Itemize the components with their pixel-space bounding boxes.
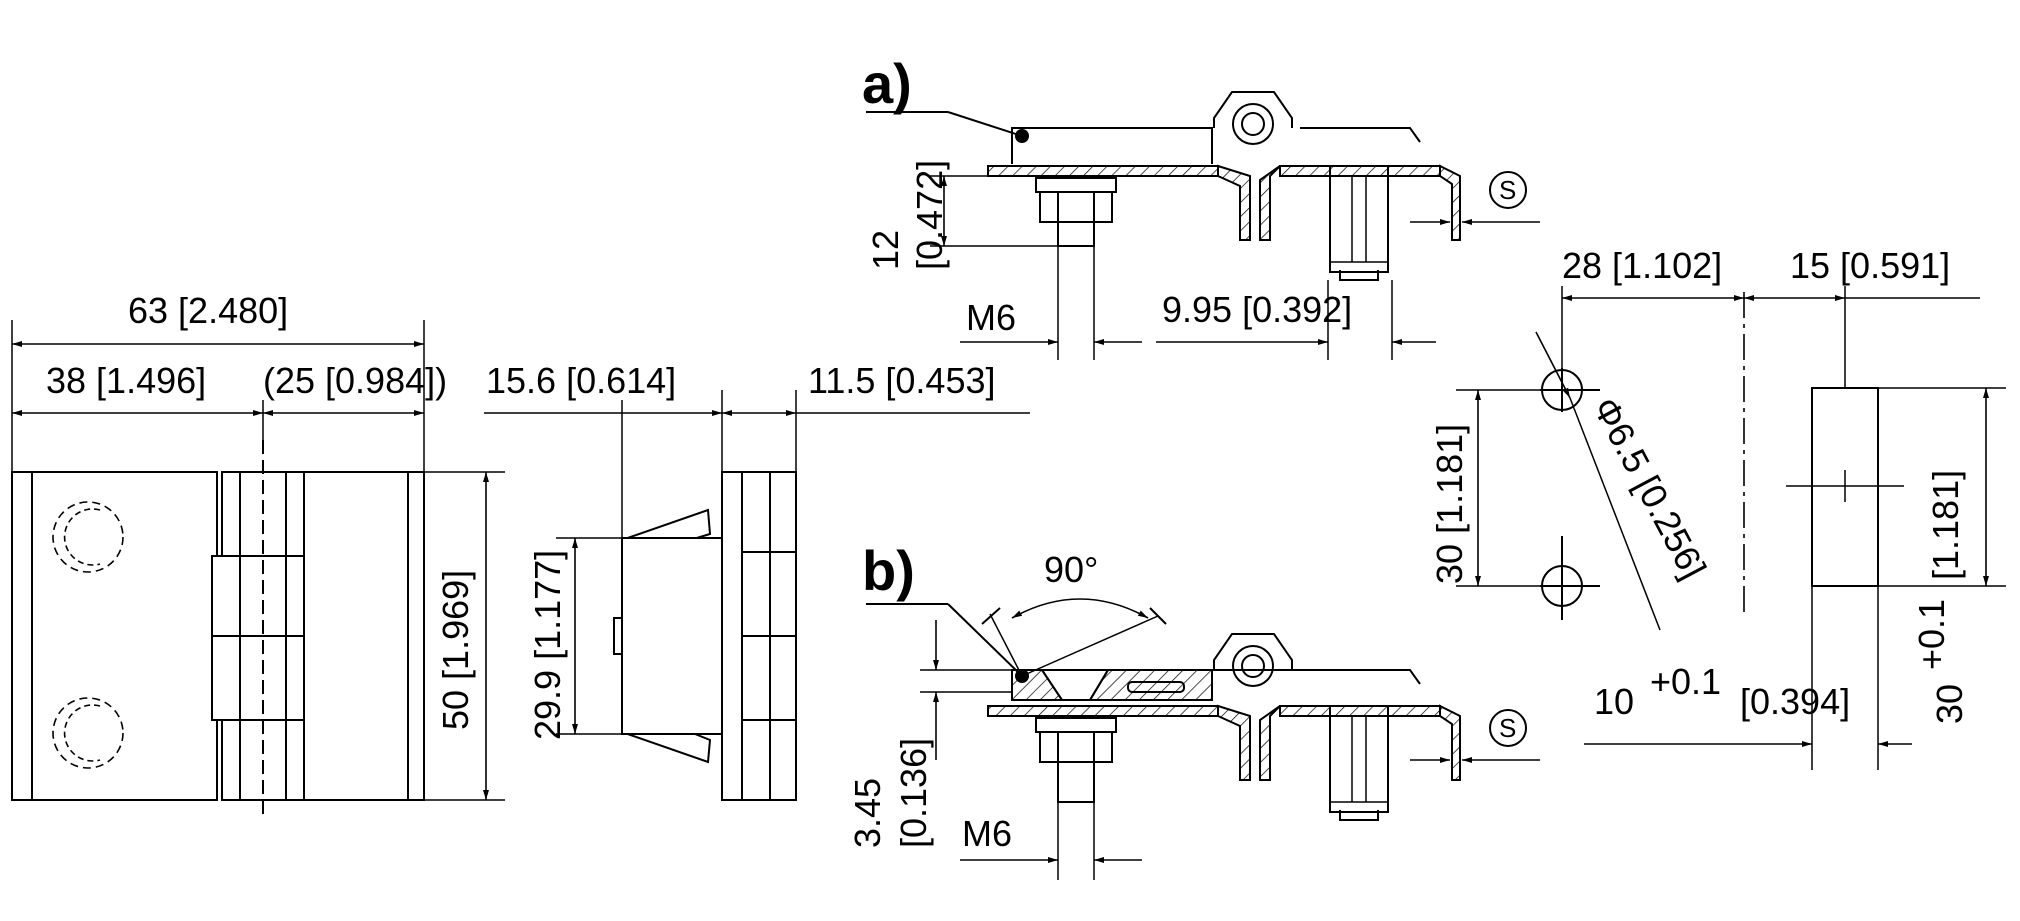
mounting-hole-bottom [52, 697, 124, 769]
dim-left-leaf: 38 [1.496] [46, 360, 206, 401]
dim-b-depth-mm: 3.45 [847, 778, 888, 848]
view-a-label: a) [862, 52, 912, 115]
view-a: a) S [862, 52, 1540, 360]
dim-slot-width-in: [0.394] [1740, 681, 1850, 722]
dim-right-leaf: (25 [0.984]) [263, 360, 447, 401]
dim-slot-width-base: 10 [1594, 681, 1634, 722]
dim-b-angle: 90° [1044, 549, 1098, 590]
dim-side-thickness: 11.5 [0.453] [808, 360, 996, 401]
dim-a-height-in: [0.472] [909, 160, 950, 270]
front-view: 63 [2.480] 38 [1.496] (25 [0.984]) 50 [1… [11, 290, 505, 815]
dim-a-offset: 9.95 [0.392] [1162, 289, 1352, 330]
weld-symbol-b: S [1499, 713, 1516, 743]
dim-hole-spacing: 30 [1.181] [1429, 424, 1470, 584]
mounting-hole-top [52, 501, 124, 573]
dim-side-depth: 15.6 [0.614] [486, 360, 676, 401]
dim-cut-width: 28 [1.102] [1562, 245, 1722, 286]
dim-inner-height: 29.9 [1.177] [527, 550, 568, 740]
weld-symbol-a: S [1499, 175, 1516, 205]
dim-a-height-mm: 12 [865, 230, 906, 270]
dim-a-thread: M6 [966, 297, 1016, 338]
dim-slot-height-tol: +0.1 [1911, 599, 1952, 670]
dim-cut-offset: 15 [0.591] [1790, 245, 1950, 286]
side-view: 15.6 [0.614] 11.5 [0.453] 29.9 [1.177] [484, 360, 1030, 801]
dim-b-depth-in: [0.136] [893, 738, 934, 848]
view-b-label: b) [862, 539, 915, 602]
dim-overall-width: 63 [2.480] [128, 290, 288, 331]
dim-slot-height-base: 30 [1929, 684, 1970, 724]
dim-slot-height-in: [1.181] [1925, 470, 1966, 580]
dim-slot-width-tol: +0.1 [1650, 661, 1721, 702]
view-b: b) 90° [847, 539, 1540, 880]
dim-b-thread: M6 [962, 813, 1012, 854]
dim-height: 50 [1.969] [435, 570, 476, 730]
cutout-pattern: Φ6.5 [0.256] 30 [1.181] 28 [1.102] 15 [0… [1429, 245, 2006, 770]
